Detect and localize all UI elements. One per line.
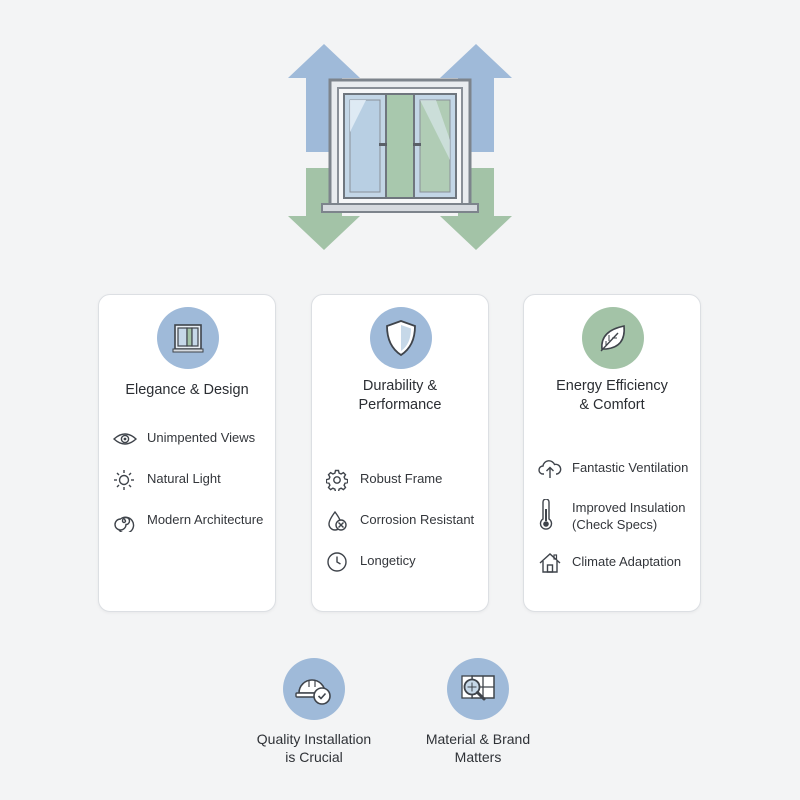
gear-icon	[326, 469, 352, 491]
card-elegance-design: Elegance & Design Unimpented Views Natur…	[98, 294, 276, 612]
material-brand-note: Material & Brand Matters	[398, 658, 558, 766]
thermometer-icon	[538, 499, 564, 531]
shield-icon	[370, 307, 432, 369]
list-item: Modern Architecture	[113, 511, 271, 532]
list-item: Improved Insulation (Check Specs)	[538, 499, 696, 533]
leaf-icon	[582, 307, 644, 369]
card-title: Energy Efficiency & Comfort	[556, 378, 668, 413]
list-item: Fantastic Ventilation	[538, 459, 696, 479]
eye-icon	[113, 429, 139, 449]
list-item: Natural Light	[113, 470, 271, 490]
list-item: Robust Frame	[326, 469, 484, 491]
bottom-label: Quality Installation is Crucial	[256, 731, 372, 765]
card-energy-efficiency: Energy Efficiency & Comfort Fantastic Ve…	[523, 294, 701, 612]
droplet-x-icon	[326, 510, 352, 531]
cloud-upload-icon	[538, 459, 564, 479]
card-title: Durability & Performance	[358, 378, 442, 413]
spiral-icon	[113, 511, 139, 532]
list-item: Unimpented Views	[113, 429, 271, 449]
sun-icon	[113, 470, 139, 490]
window-icon	[157, 307, 219, 369]
list-item: Corrosion Resistant	[326, 510, 484, 531]
magnifier-window-icon	[447, 658, 509, 720]
bottom-label: Material & Brand Matters	[425, 731, 531, 765]
list-item: Longeticy	[326, 552, 484, 572]
card-title: Elegance & Design	[125, 382, 249, 398]
window-icon	[321, 78, 479, 213]
card-durability-performance: Durability & Performance Robust Frame Co…	[311, 294, 489, 612]
clock-icon	[326, 552, 352, 572]
hero-window-illustration	[280, 40, 520, 255]
list-item: Climate Adaptation	[538, 553, 696, 573]
quality-installation-note: Quality Installation is Crucial	[234, 658, 394, 766]
hardhat-check-icon	[283, 658, 345, 720]
house-icon	[538, 553, 564, 573]
